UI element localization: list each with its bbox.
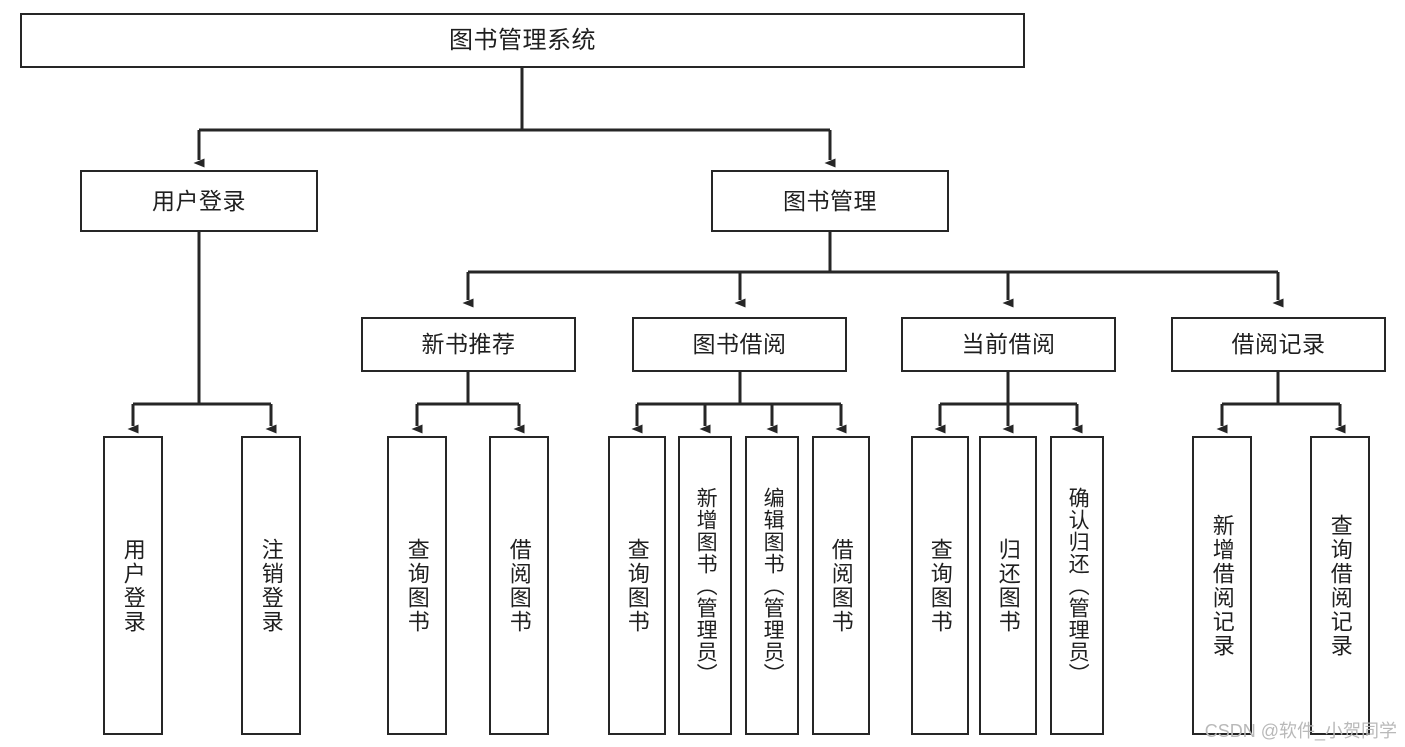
node-book-management-label: 图书管理	[783, 187, 877, 214]
node-new-book-recommend[interactable]: 新书推荐	[361, 317, 576, 372]
node-leaf-query-record-label: 查询借阅记录	[1327, 513, 1353, 658]
node-leaf-add-record-label: 新增借阅记录	[1209, 513, 1235, 658]
node-borrow-record[interactable]: 借阅记录	[1171, 317, 1386, 372]
node-leaf-query-book-2-label: 查询图书	[624, 537, 650, 634]
node-book-borrow[interactable]: 图书借阅	[632, 317, 847, 372]
node-leaf-add-record[interactable]: 新增借阅记录	[1192, 436, 1252, 735]
node-leaf-query-book-1-label: 查询图书	[404, 537, 430, 634]
node-book-borrow-label: 图书借阅	[692, 331, 787, 358]
node-leaf-borrow-book-1-label: 借阅图书	[506, 537, 532, 634]
node-book-management[interactable]: 图书管理	[711, 170, 949, 232]
node-leaf-borrow-book-1[interactable]: 借阅图书	[489, 436, 549, 735]
node-leaf-query-record[interactable]: 查询借阅记录	[1310, 436, 1370, 735]
node-borrow-record-label: 借阅记录	[1231, 331, 1326, 358]
node-leaf-user-login[interactable]: 用户登录	[103, 436, 163, 735]
node-leaf-return-book[interactable]: 归还图书	[979, 436, 1037, 735]
node-current-borrow[interactable]: 当前借阅	[901, 317, 1116, 372]
node-leaf-query-book-3-label: 查询图书	[927, 537, 953, 634]
node-new-book-recommend-label: 新书推荐	[421, 331, 516, 358]
node-leaf-return-book-label: 归还图书	[995, 537, 1021, 634]
node-leaf-add-book-label: 新增图书（管理员）	[694, 486, 718, 685]
node-leaf-user-logout-label: 注销登录	[258, 537, 284, 634]
node-leaf-edit-book-label: 编辑图书（管理员）	[761, 486, 785, 685]
node-leaf-user-logout[interactable]: 注销登录	[241, 436, 301, 735]
node-user-login-label: 用户登录	[152, 187, 246, 214]
watermark-text: CSDN @软件_小贺同学	[1204, 721, 1397, 741]
node-root[interactable]: 图书管理系统	[20, 13, 1025, 68]
node-leaf-user-login-label: 用户登录	[120, 537, 146, 634]
node-leaf-borrow-book-2[interactable]: 借阅图书	[812, 436, 870, 735]
node-user-login[interactable]: 用户登录	[80, 170, 318, 232]
node-leaf-borrow-book-2-label: 借阅图书	[828, 537, 854, 634]
node-leaf-confirm-return[interactable]: 确认归还（管理员）	[1050, 436, 1104, 735]
node-leaf-query-book-3[interactable]: 查询图书	[911, 436, 969, 735]
node-leaf-edit-book[interactable]: 编辑图书（管理员）	[745, 436, 799, 735]
node-current-borrow-label: 当前借阅	[961, 331, 1056, 358]
node-leaf-add-book[interactable]: 新增图书（管理员）	[678, 436, 732, 735]
node-leaf-query-book-2[interactable]: 查询图书	[608, 436, 666, 735]
node-leaf-confirm-return-label: 确认归还（管理员）	[1066, 486, 1090, 685]
node-leaf-query-book-1[interactable]: 查询图书	[387, 436, 447, 735]
node-root-label: 图书管理系统	[449, 26, 596, 54]
